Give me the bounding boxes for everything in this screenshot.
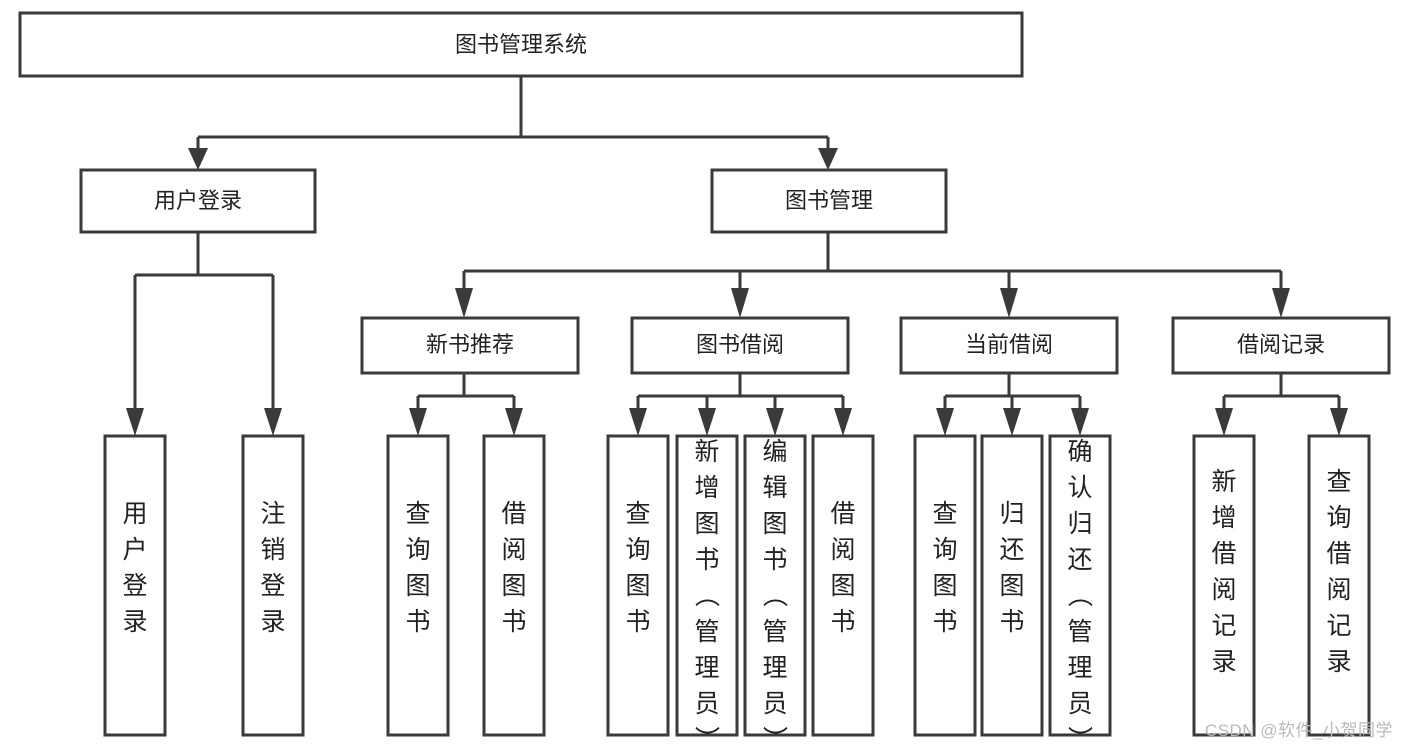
arrow-to-borrow [731, 288, 749, 318]
node-leaf-logout-box [241, 434, 305, 737]
node-current-borrowing-box [899, 316, 1119, 375]
arrow-records-query [1330, 408, 1348, 436]
node-user-login-box [79, 168, 317, 234]
node-leaf-query-book-borrowing-label: 查询图书 [625, 500, 650, 636]
node-book-borrowing[interactable]: 图书借阅 [630, 316, 850, 375]
node-root-box [18, 11, 1024, 78]
node-leaf-add-book-admin-box [675, 434, 739, 737]
node-book-management[interactable]: 图书管理 [710, 168, 948, 234]
node-leaf-query-book-newbook[interactable]: 查询图书 [386, 434, 450, 737]
node-leaf-borrow-book-newbook-box [482, 434, 546, 737]
arrow-current-query [936, 408, 954, 436]
arrow-borrow-add [698, 408, 716, 436]
node-leaf-borrow-book-borrowing-label: 借阅图书 [830, 500, 855, 636]
node-leaf-borrow-book-newbook[interactable]: 借阅图书 [482, 434, 546, 737]
arrow-newbook-query [409, 408, 427, 436]
node-current-borrowing-label: 当前借阅 [965, 332, 1053, 357]
node-leaf-edit-book-admin[interactable]: 编辑图书（管理员） [743, 434, 807, 747]
arrow-current-return [1003, 408, 1021, 436]
arrow-to-book-mgmt [818, 148, 838, 170]
node-user-login-label: 用户登录 [154, 188, 242, 213]
node-book-management-box [710, 168, 948, 234]
node-leaf-logout-label: 注销登录 [260, 500, 285, 636]
arrow-leaf-user-login [126, 408, 144, 436]
node-leaf-return-book-box [980, 434, 1044, 737]
arrow-leaf-logout [264, 408, 282, 436]
node-leaf-user-login-box [103, 434, 167, 737]
arrow-borrow-query [629, 408, 647, 436]
arrow-borrow-edit [766, 408, 784, 436]
node-leaf-borrow-book-borrowing-box [811, 434, 875, 737]
node-root-label: 图书管理系统 [455, 32, 587, 57]
node-leaf-borrow-book-newbook-label: 借阅图书 [501, 500, 526, 636]
node-borrowing-records[interactable]: 借阅记录 [1171, 316, 1391, 375]
node-leaf-return-book[interactable]: 归还图书 [980, 434, 1044, 737]
node-book-management-label: 图书管理 [785, 188, 873, 213]
node-leaf-user-login[interactable]: 用户登录 [103, 434, 167, 737]
node-new-book-recommendation[interactable]: 新书推荐 [360, 316, 580, 375]
node-leaf-confirm-return-admin-label: 确认归还（管理员） [1067, 438, 1093, 747]
node-leaf-return-book-label: 归还图书 [999, 500, 1024, 636]
arrow-current-confirm [1071, 408, 1089, 436]
node-current-borrowing[interactable]: 当前借阅 [899, 316, 1119, 375]
node-leaf-add-borrowing-record-box [1192, 434, 1256, 737]
node-leaf-add-book-admin-label: 新增图书（管理员） [694, 438, 720, 747]
arrow-to-newbook [455, 288, 473, 318]
arrow-newbook-borrow [505, 408, 523, 436]
node-leaf-query-book-current[interactable]: 查询图书 [913, 434, 977, 737]
node-borrowing-records-label: 借阅记录 [1237, 332, 1325, 357]
node-leaf-query-borrowing-record-box [1307, 434, 1371, 737]
node-book-borrowing-label: 图书借阅 [696, 332, 784, 357]
node-leaf-add-borrowing-record[interactable]: 新增借阅记录 [1192, 434, 1256, 737]
node-leaf-edit-book-admin-label: 编辑图书（管理员） [762, 438, 788, 747]
node-leaf-add-book-admin[interactable]: 新增图书（管理员） [675, 434, 739, 747]
node-leaf-confirm-return-admin[interactable]: 确认归还（管理员） [1048, 434, 1112, 747]
node-book-borrowing-box [630, 316, 850, 375]
node-leaf-query-book-newbook-label: 查询图书 [405, 500, 430, 636]
node-leaf-borrow-book-borrowing[interactable]: 借阅图书 [811, 434, 875, 737]
node-leaf-query-book-current-box [913, 434, 977, 737]
node-leaf-query-book-borrowing-box [606, 434, 670, 737]
node-leaf-user-login-label: 用户登录 [122, 500, 147, 636]
node-user-login[interactable]: 用户登录 [79, 168, 317, 234]
node-leaf-query-book-current-label: 查询图书 [932, 500, 957, 636]
connector-layer [126, 76, 1348, 436]
node-leaf-logout[interactable]: 注销登录 [241, 434, 305, 737]
node-leaf-query-borrowing-record[interactable]: 查询借阅记录 [1307, 434, 1371, 737]
arrow-to-user-login [188, 148, 208, 170]
watermark-text: CSDN @软件_小贺同学 [1204, 721, 1393, 740]
node-borrowing-records-box [1171, 316, 1391, 375]
node-leaf-query-book-borrowing[interactable]: 查询图书 [606, 434, 670, 737]
arrow-to-records [1272, 288, 1290, 318]
arrow-to-current [1000, 288, 1018, 318]
node-new-book-recommendation-label: 新书推荐 [426, 332, 514, 357]
node-root-book-management-system[interactable]: 图书管理系统 [18, 11, 1024, 78]
arrow-records-add [1215, 408, 1233, 436]
node-leaf-query-book-newbook-box [386, 434, 450, 737]
node-leaf-query-borrowing-record-label: 查询借阅记录 [1326, 468, 1351, 676]
node-new-book-recommendation-box [360, 316, 580, 375]
node-leaf-confirm-return-admin-box [1048, 434, 1112, 737]
arrow-borrow-lend [834, 408, 852, 436]
node-leaf-edit-book-admin-box [743, 434, 807, 737]
node-leaf-add-borrowing-record-label: 新增借阅记录 [1211, 468, 1236, 676]
